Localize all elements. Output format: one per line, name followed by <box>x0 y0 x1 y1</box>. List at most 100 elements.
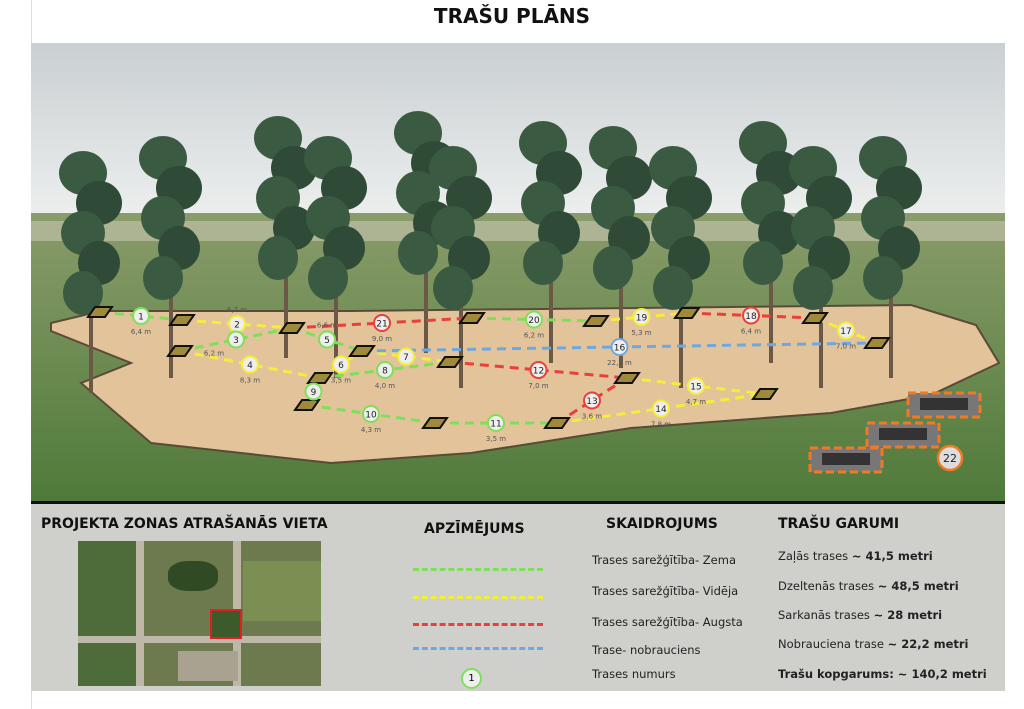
segment-distance: 6,6 m <box>317 322 337 330</box>
segment-number: 1 <box>138 313 144 323</box>
project-zone-marker <box>210 609 242 639</box>
segment-number: 9 <box>311 388 317 398</box>
length-label: Sarkanās trases <box>778 608 870 622</box>
tree <box>649 146 712 388</box>
segment-number-badge <box>583 391 601 410</box>
segment-number: 6 <box>338 361 344 371</box>
info-panel: PROJEKTA ZONAS ATRAŠANĀS VIETA APZĪMĒJUM… <box>31 501 1005 691</box>
trees <box>59 111 922 393</box>
platform <box>86 306 114 318</box>
legend-heading: APZĪMĒJUMS <box>424 521 525 537</box>
platform <box>751 388 779 400</box>
platform <box>863 337 891 349</box>
explanation-item: Trases sarežģītība- Zema <box>592 553 737 567</box>
segment-number: 3 <box>233 336 239 346</box>
length-value: ~ 22,2 metri <box>887 637 969 651</box>
length-value: ~ 48,5 metri <box>877 579 959 593</box>
segment-distance: 22,2 m <box>607 359 632 367</box>
platform <box>306 372 334 384</box>
segment-number: 7 <box>403 353 409 363</box>
tree <box>59 151 122 393</box>
segment-number-badge <box>525 310 543 329</box>
segment-number: 18 <box>745 312 757 322</box>
platform <box>458 312 486 324</box>
platform <box>801 312 829 324</box>
explanation-item: Trase- nobrauciens <box>592 643 701 657</box>
segment-number-badge <box>332 355 350 374</box>
segment-4-line <box>179 349 321 380</box>
segment-number: 4 <box>247 361 253 371</box>
segment-number: 20 <box>528 316 540 326</box>
segment-number-badge <box>652 399 670 418</box>
segment-distance: 3,6 m <box>582 413 602 421</box>
segment-distance: 4,7 m <box>686 398 706 406</box>
segment-number: 2 <box>234 321 240 331</box>
segment-number-badge <box>373 314 391 332</box>
length-label: Nobrauciena trase <box>778 637 884 651</box>
segment-number: 19 <box>636 314 648 324</box>
segment-distance: 6,2 m <box>204 350 224 358</box>
length-row: Nobrauciena trase ~ 22,2 metri <box>778 637 969 651</box>
segment-number-badge <box>132 307 150 325</box>
segment-distance: 6,4 m <box>741 328 761 336</box>
segment-number-badge <box>610 338 629 356</box>
segment-distance: 7,0 m <box>836 343 856 351</box>
platforms <box>86 306 891 429</box>
explanation-item: Trases sarežģītība- Augsta <box>592 615 743 629</box>
segment-number-badge <box>227 330 245 349</box>
segment-number: 11 <box>490 420 501 430</box>
segment-distance: 5,3 m <box>631 329 651 337</box>
segment-number-badge <box>837 321 855 340</box>
segment-number: 16 <box>614 344 626 354</box>
location-map <box>78 541 321 686</box>
legend-red-line <box>413 623 543 626</box>
trampoline-number: 22 <box>943 452 957 465</box>
segment-distance: 7,8 m <box>651 421 671 429</box>
segment-number: 14 <box>655 405 667 415</box>
segment-number: 5 <box>324 336 330 346</box>
segment-number-badge <box>742 306 760 325</box>
tree <box>519 121 582 363</box>
segment-number-badge <box>241 355 259 374</box>
explanation-item: Trases numurs <box>592 667 676 681</box>
platform <box>613 372 641 384</box>
segment-number-badge <box>529 361 548 379</box>
segment-number: 15 <box>690 383 701 393</box>
segment-distance: 7,0 m <box>528 382 548 390</box>
length-label: Dzeltenās trases <box>778 579 875 593</box>
tree <box>139 136 202 378</box>
length-value: ~ 28 metri <box>873 608 943 622</box>
segment-distance: 6,2 m <box>524 332 544 340</box>
length-label: Zaļās trases <box>778 549 849 563</box>
segment-distance: 3,5 m <box>331 377 351 385</box>
tree <box>859 136 922 378</box>
segment-distance: 8,3 m <box>240 377 260 385</box>
segment-15-line <box>626 376 766 396</box>
platform <box>421 417 449 429</box>
tree <box>304 136 367 378</box>
platform <box>436 356 464 368</box>
segment-1-line <box>99 310 183 322</box>
tree <box>739 121 802 363</box>
length-row: Sarkanās trases ~ 28 metri <box>778 608 942 622</box>
tree <box>429 146 492 388</box>
platform <box>348 345 376 357</box>
length-row: Dzeltenās trases ~ 48,5 metri <box>778 579 959 593</box>
segment-distance: 6,7 m <box>227 306 247 314</box>
segment-number-badge <box>397 347 415 366</box>
length-row: Zaļās trases ~ 41,5 metri <box>778 549 933 563</box>
location-heading: PROJEKTA ZONAS ATRAŠANĀS VIETA <box>41 516 328 532</box>
platform <box>166 345 194 357</box>
platform <box>278 322 306 334</box>
segment-distance: 3,5 m <box>486 435 506 443</box>
segment-number: 12 <box>533 367 544 377</box>
segment-2-line <box>181 318 293 330</box>
page-title: TRAŠU PLĀNS <box>433 4 591 28</box>
tree <box>589 126 652 368</box>
segment-number-badge <box>487 414 505 432</box>
platform <box>582 315 610 327</box>
segment-3-line <box>179 326 293 353</box>
segment-number: 17 <box>840 327 851 337</box>
segment-number-badge <box>376 361 394 379</box>
